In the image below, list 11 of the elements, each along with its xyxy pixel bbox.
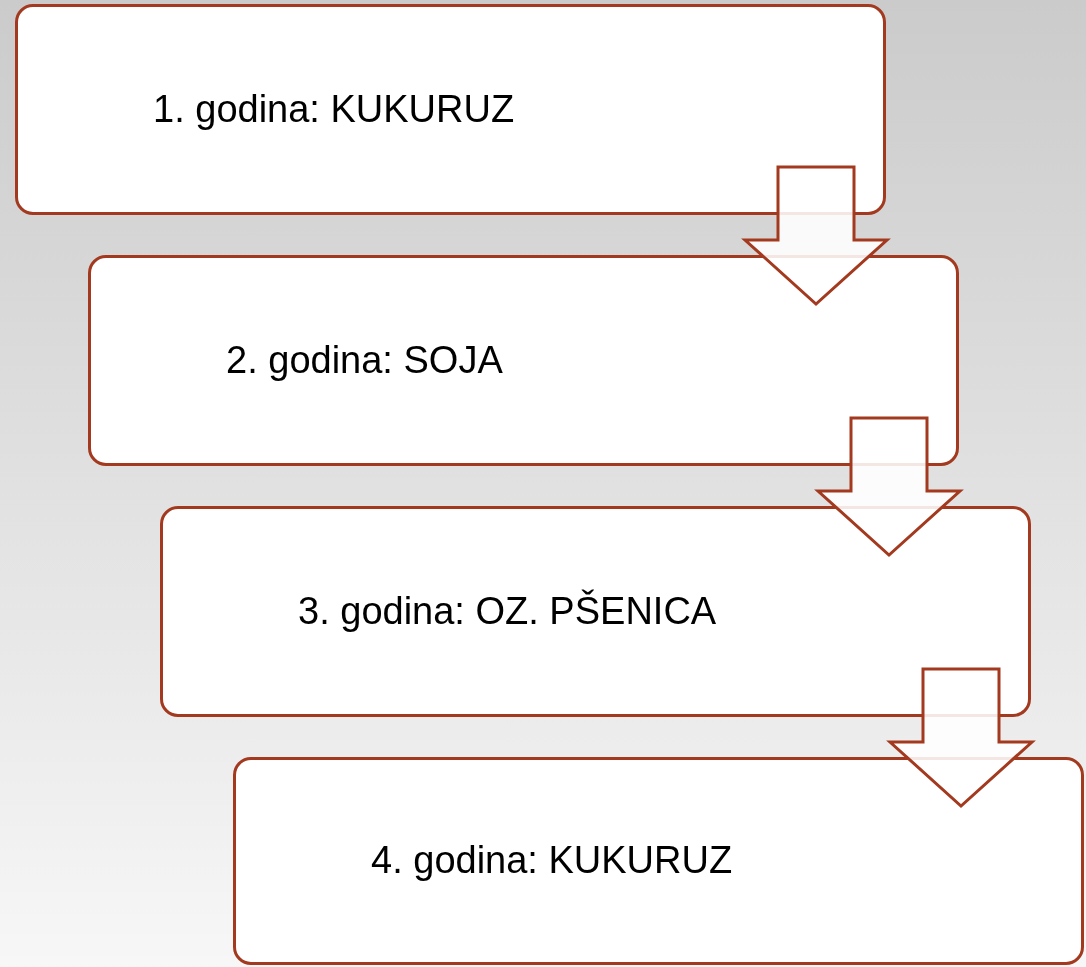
- box-label: 4. godina: KUKURUZ: [371, 838, 734, 884]
- process-box: [15, 4, 886, 215]
- block-arrow: [814, 416, 964, 557]
- block-arrow: [886, 667, 1036, 808]
- process-box: [88, 255, 959, 466]
- box-label: 3. godina: OZ. PŠENICA: [298, 588, 718, 634]
- process-box: [233, 757, 1084, 965]
- process-box: [160, 506, 1031, 717]
- box-label: 1. godina: KUKURUZ: [153, 86, 516, 132]
- box-label: 2. godina: SOJA: [226, 337, 504, 383]
- block-arrow: [741, 165, 891, 306]
